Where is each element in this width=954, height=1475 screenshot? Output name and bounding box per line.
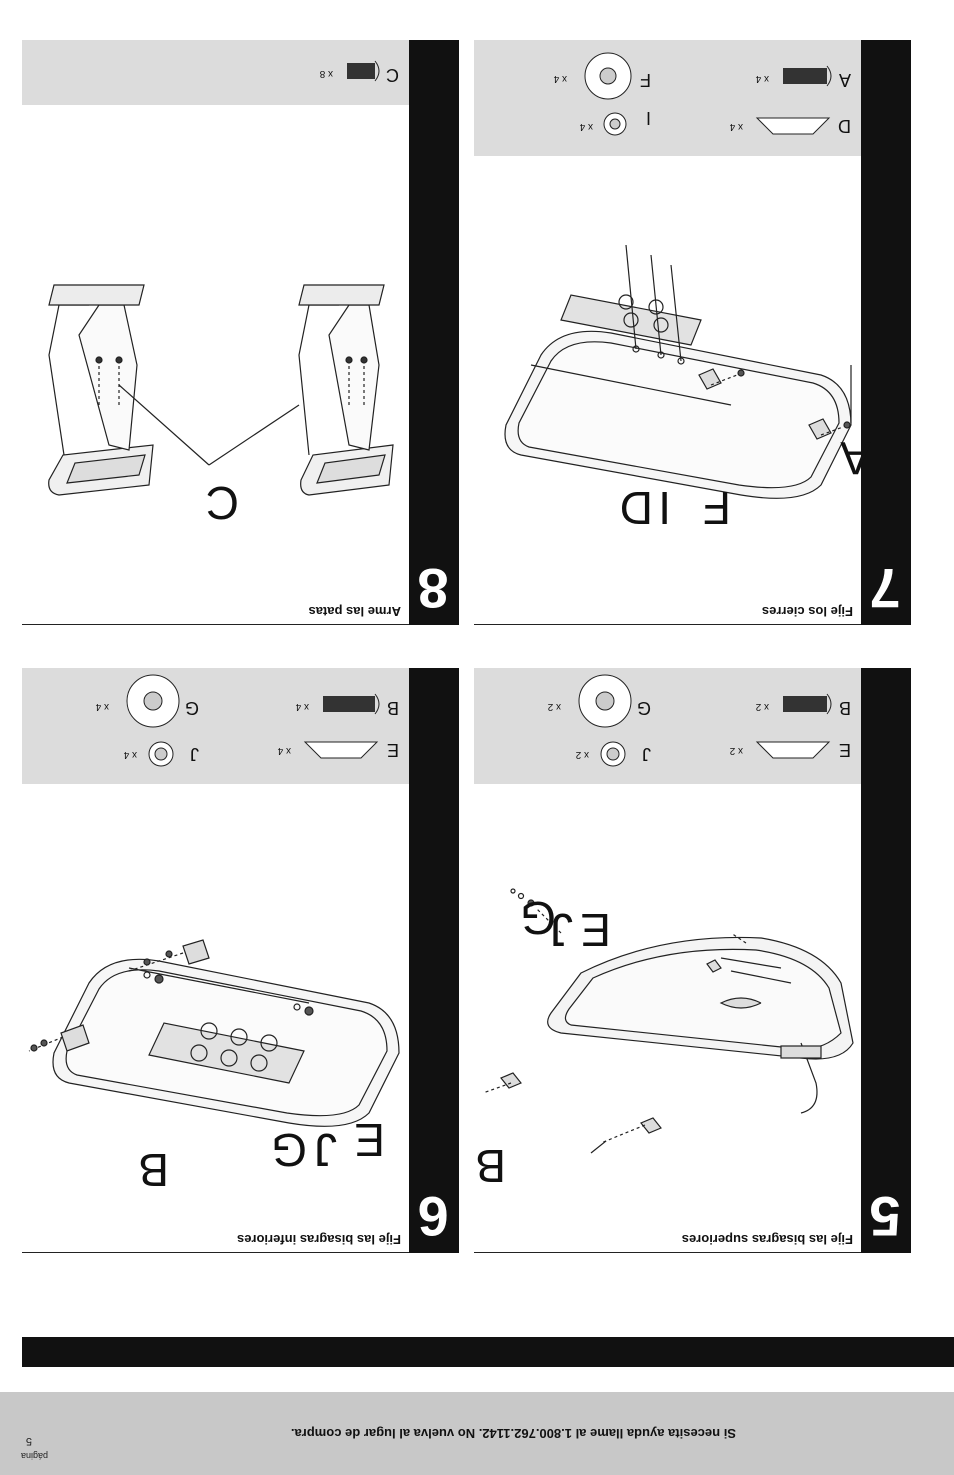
callout-label: C [205,477,239,529]
bolt-head-icon [303,741,379,759]
part-letter: J [190,744,199,764]
section-divider-band [22,1337,954,1367]
parts-list: C x 8 [22,40,409,105]
part-letter: B [838,698,851,718]
step-7-panel: 7 Fije los cierres A F I D [474,40,911,625]
part-qty: x 2 [729,745,743,756]
lower-hinge-illustration [28,939,400,1127]
part-letter: J [642,744,651,764]
part-qty: x 8 [319,68,333,79]
step-8-panel: 8 Arme las patas C [22,40,459,625]
step-number: 5 [871,1185,901,1248]
part-qty: x 4 [277,745,291,756]
callout-label: J [314,1124,337,1176]
callout-label: E [580,904,611,956]
part-qty: x 4 [95,701,109,712]
step-title: Fije las bisagras superiores [681,1232,853,1247]
lock-washer-icon [603,112,627,136]
bolt-head-icon [755,741,831,759]
part-qty: x 2 [547,701,561,712]
step-number: 8 [419,557,449,620]
part-letter: B [386,698,399,718]
part-qty: x 4 [123,749,137,760]
part-qty: x 4 [579,121,593,132]
callout-label: G [271,1124,307,1176]
part-qty: x 2 [575,749,589,760]
callout-label: B [475,1140,506,1192]
callout-label: E [354,1114,385,1166]
part-letter: E [386,740,399,760]
page-label: página [20,1451,48,1461]
step-5-panel: 5 Fije las bisagras superiores [474,668,911,1253]
part-qty: x 4 [755,73,769,84]
callout-label: I [658,482,671,534]
callout-label: D [619,482,653,534]
step-number: 6 [419,1185,449,1248]
panel-rule [474,1252,911,1253]
lock-washer-icon [148,741,174,767]
step-number: 7 [871,557,901,620]
step-title: Fije las bisagras inferiores [236,1232,401,1247]
parts-list: B x 4 G x 4 E x 4 J x 4 [22,668,409,784]
parts-list: B x 2 G x 2 E x 2 J x 2 [474,668,861,784]
part-qty: x 4 [295,701,309,712]
screw-icon [783,693,832,715]
part-letter: I [645,108,651,128]
part-qty: x 2 [755,701,769,712]
bolt-head-icon [755,117,831,135]
panel-rule [22,1252,459,1253]
part-qty: x 4 [553,73,567,84]
step-number-tab: 7 [861,40,911,625]
callout-label: F [702,482,731,534]
panel-rule [474,624,911,625]
screw-icon [783,65,832,87]
step-6-panel: 6 Fije las bisagras inferiores B [22,668,459,1253]
help-text: Si necesita ayuda llame al 1.800.762.114… [290,1426,736,1441]
part-letter: G [636,698,651,718]
step-title: Fije los cierres [761,604,853,619]
washer-icon [578,674,632,728]
callout-label: A [840,432,871,484]
step-title: Arme las patas [308,604,402,619]
short-screw-icon [347,60,380,82]
part-letter: E [838,740,851,760]
part-letter: G [184,698,199,718]
part-qty: x 4 [729,121,743,132]
latch-illustration [504,244,852,499]
parts-list: A x 4 F x 4 D x 4 I x 4 [474,40,861,156]
part-letter: D [838,116,851,136]
washer-icon [126,674,180,728]
callout-label: G [520,892,556,944]
callout-label: B [138,1144,169,1196]
screw-icon [323,693,380,715]
legs-illustration [48,284,394,496]
washer-icon [584,52,632,100]
part-letter: A [838,70,851,90]
page-number: 5 [25,1435,32,1447]
panel-rule [22,624,459,625]
part-letter: F [640,70,651,90]
step-number-tab: 5 [861,668,911,1253]
lock-washer-icon [600,741,626,767]
step-number-tab: 6 [409,668,459,1253]
upper-hinge-illustration [482,888,854,1154]
part-letter: C [386,65,399,85]
step-number-tab: 8 [409,40,459,625]
